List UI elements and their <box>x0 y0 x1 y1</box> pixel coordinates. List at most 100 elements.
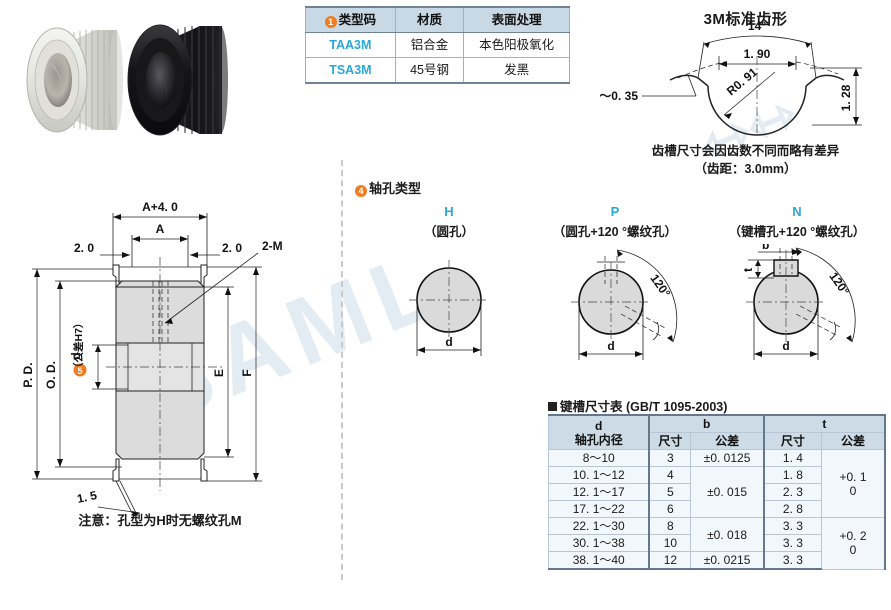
cell-d-range: 17. 1～22 <box>548 500 650 518</box>
cell-material: 45号钢 <box>394 57 465 84</box>
cell-finish: 本色阳极氧化 <box>463 32 570 58</box>
cell-t-size: 2. 8 <box>762 500 822 518</box>
table-row: 38. 1～40 12 ±0. 0215 3. 3 <box>548 551 886 570</box>
keyway-table-title-label: 键槽尺寸表 (GB/T 1095-2003) <box>560 400 728 414</box>
bore-h-dim-d: d <box>445 335 452 349</box>
bore-n-svg: b t 120° d <box>741 244 856 360</box>
black-pulley-photo <box>127 24 228 136</box>
bore-type-n: N （键槽孔+120 °螺纹孔） <box>697 204 891 240</box>
cell-t-tol-upper: +0. 2 <box>839 529 867 544</box>
cell-d-range: 22. 1～30 <box>548 517 650 535</box>
table-row: 30. 1～38 10 3. 3 <box>548 534 886 552</box>
dim-a-label: A <box>156 222 165 236</box>
bore-n-dim-b: b <box>762 244 769 252</box>
keyway-table: d 轴孔内径 b t 尺寸 公差 尺寸 公差 8～10 3 ±0. 0125 1… <box>548 414 887 570</box>
tooth-note-line2: （齿距：3.0mm） <box>694 162 797 176</box>
keyway-header-row-2: 尺寸 公差 尺寸 公差 <box>549 432 886 450</box>
cell-d-range: 30. 1～38 <box>548 534 650 552</box>
bore-type-p-desc: （圆孔+120 °螺纹孔） <box>552 225 678 239</box>
bore-p-svg: 120° d <box>571 249 678 360</box>
cell-t-size: 1. 4 <box>762 449 822 467</box>
section-divider <box>341 160 343 580</box>
keyway-header-t: t <box>762 414 887 433</box>
dim-od-label: O. D. <box>44 361 58 389</box>
cell-d-range: 12. 1～17 <box>548 483 650 501</box>
cell-b-size: 12 <box>648 551 692 570</box>
product-photo-group <box>0 0 300 160</box>
keyway-header-d-main: d <box>595 418 603 433</box>
keyway-header-b: b <box>648 414 765 433</box>
bore-n-angle: 120° <box>826 270 852 299</box>
bore-type-h: H （圆孔） <box>359 204 539 240</box>
keyway-table-title: 键槽尺寸表 (GB/T 1095-2003) <box>548 396 727 415</box>
bore-h-svg: d <box>409 260 489 356</box>
tooth-angle-label: 14° <box>748 19 766 33</box>
cell-b-tol: ±0. 0215 <box>690 551 765 570</box>
dim-pd-label: P. D. <box>21 362 35 387</box>
cell-b-tol: ±0. 018 <box>690 517 765 552</box>
cell-t-size: 1. 8 <box>762 466 822 484</box>
bore-type-p-letter: P <box>610 204 620 219</box>
dim-right-2-label: 2. 0 <box>222 241 242 255</box>
keyway-header-t-size: 尺寸 <box>762 432 822 450</box>
header-material: 材质 <box>394 6 465 33</box>
tooth-profile-diagram: 3M标准齿形 14° 1. 90 R0. 91 R0. 26～0. <box>600 0 891 176</box>
table-row: 12. 1～17 5 2. 3 <box>548 483 886 501</box>
cell-t-tol-upper: +0. 1 <box>839 469 867 484</box>
table-row: 22. 1～30 8 ±0. 018 3. 3 +0. 2 0 <box>548 517 886 570</box>
table-row: 8～10 3 ±0. 0125 1. 4 +0. 1 0 <box>548 449 886 518</box>
tooth-radius-minor-label: R0. 26～0. 35 <box>600 89 638 103</box>
cell-b-size: 10 <box>648 534 692 552</box>
cell-t-tol-lower: 0 <box>849 483 857 498</box>
dim-e-label: E <box>212 369 226 377</box>
header-surface-finish: 表面处理 <box>463 6 570 33</box>
header-type-code-label: 类型码 <box>338 12 377 27</box>
tooth-width-label: 1. 90 <box>744 47 771 61</box>
table-row: 17. 1～22 6 2. 8 <box>548 500 886 518</box>
cell-type-code: TAA3M <box>305 32 396 58</box>
tooth-radius-major-label: R0. 91 <box>724 65 760 99</box>
bore-type-h-desc: （圆孔） <box>423 225 474 239</box>
pulley-cross-section-drawing: A+4. 0 A 2. 0 2. 0 2-M P. D. O. D. <box>10 195 330 540</box>
keyway-header-d-sub: 轴孔内径 <box>574 432 623 447</box>
dim-left-2-label: 2. 0 <box>74 241 94 255</box>
cell-finish: 发黑 <box>463 57 570 84</box>
cell-type-code: TSA3M <box>305 57 396 84</box>
cell-t-tol-lower: 0 <box>849 543 857 558</box>
badge-one: 1 <box>324 15 337 28</box>
keyway-header-d: d 轴孔内径 <box>548 414 650 450</box>
cell-t-size: 3. 3 <box>762 517 822 535</box>
square-bullet-icon <box>548 402 557 411</box>
bore-type-h-letter: H <box>444 204 454 219</box>
badge-five-label: 5 <box>77 366 82 376</box>
bore-p-dim-d: d <box>607 339 614 353</box>
table-row: TAA3M 铝合金 本色阳极氧化 <box>305 32 570 58</box>
bore-n-dim-d: d <box>782 339 789 353</box>
bore-type-n-letter: N <box>792 204 802 219</box>
tooth-profile-title: 3M标准齿形 <box>703 11 788 28</box>
cell-b-tol: ±0. 015 <box>690 466 765 518</box>
bore-d-label: d <box>69 352 83 359</box>
cell-b-size: 4 <box>648 466 692 484</box>
cell-d-range: 8～10 <box>548 449 650 467</box>
main-drawing-note: 注意：孔型为H时无螺纹孔M <box>78 513 242 528</box>
dim-1-5-label: 1. 5 <box>76 488 99 506</box>
cell-d-range: 38. 1～40 <box>548 551 650 570</box>
badge-five-circle <box>73 363 87 377</box>
bore-n-dim-t: t <box>741 268 755 272</box>
cell-t-size: 3. 3 <box>762 551 822 570</box>
tooth-profile-svg: 14° 1. 90 R0. 91 R0. 26～0. 35 1. 28 <box>600 19 862 136</box>
dim-f-label: F <box>240 369 254 376</box>
keyway-header-b-size: 尺寸 <box>648 432 692 450</box>
cell-b-size: 6 <box>648 500 692 518</box>
tooth-note-line1: 齿槽尺寸会因齿数不同而略有差异 <box>651 144 840 158</box>
aluminum-pulley-photo <box>26 27 123 133</box>
pulley-section-svg: A+4. 0 A 2. 0 2. 0 2-M P. D. O. D. <box>21 200 283 517</box>
cell-b-size: 8 <box>648 517 692 535</box>
dim-a-plus-label: A+4. 0 <box>142 200 178 214</box>
badge-four: 4 <box>355 185 367 197</box>
cell-b-size: 5 <box>648 483 692 501</box>
cell-t-size: 2. 3 <box>762 483 822 501</box>
